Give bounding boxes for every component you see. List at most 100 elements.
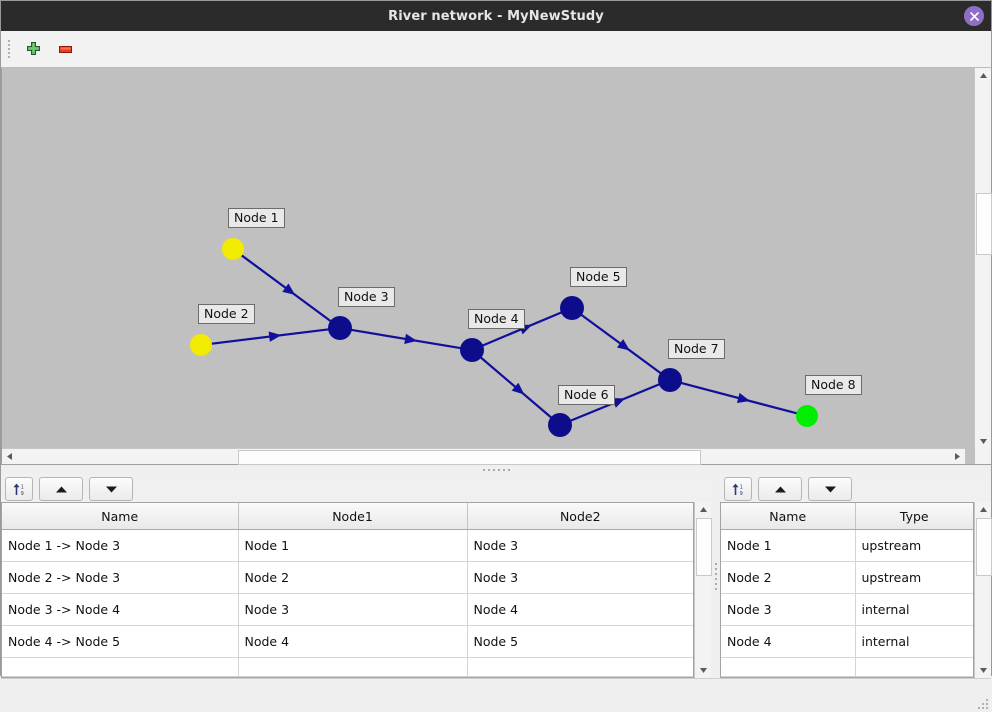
sort-ascending-icon: 1 9 <box>12 483 23 497</box>
table-cell-empty[interactable] <box>721 657 856 677</box>
table-cell[interactable]: Node 2 <box>238 561 468 594</box>
node-label-node1[interactable]: Node 1 <box>228 208 285 228</box>
table-cell[interactable]: Node 3 <box>467 529 693 562</box>
scroll-down-button[interactable] <box>975 434 991 449</box>
node-label-node8[interactable]: Node 8 <box>805 375 862 395</box>
status-bar <box>1 678 991 712</box>
window-resize-grip[interactable] <box>978 699 988 709</box>
column-header-name[interactable]: Name <box>721 503 856 530</box>
table-cell[interactable]: Node 3 <box>467 561 693 594</box>
table-cell[interactable]: Node 2 <box>721 561 856 594</box>
column-header-name[interactable]: Name <box>2 503 239 530</box>
table-cell[interactable]: Node 3 <box>238 593 468 626</box>
vertical-splitter[interactable] <box>711 474 720 678</box>
table-row-empty[interactable] <box>2 657 693 677</box>
reaches-move-down-button[interactable] <box>89 477 133 501</box>
table-cell-empty[interactable] <box>238 657 468 677</box>
delete-node-button[interactable] <box>52 36 78 62</box>
table-cell[interactable]: Node 1 -> Node 3 <box>2 529 239 562</box>
close-button[interactable] <box>964 6 984 26</box>
graph-node-node4[interactable] <box>460 338 484 362</box>
graph-node-node1[interactable] <box>222 238 244 260</box>
table-cell[interactable]: internal <box>855 593 973 626</box>
canvas-hscroll-thumb[interactable] <box>238 450 701 465</box>
graph-node-node3[interactable] <box>328 316 352 340</box>
column-header-type[interactable]: Type <box>855 503 973 530</box>
nodes-vscroll-thumb[interactable] <box>976 518 992 576</box>
graph-node-node8[interactable] <box>796 405 818 427</box>
river-network-diagram[interactable] <box>2 68 965 449</box>
reaches-move-up-button[interactable] <box>39 477 83 501</box>
table-cell[interactable]: Node 4 <box>721 625 856 658</box>
canvas-horizontal-scrollbar[interactable] <box>2 448 965 465</box>
table-row-empty[interactable] <box>721 657 973 677</box>
nodes-scroll-down-button[interactable] <box>975 663 991 678</box>
graph-node-node2[interactable] <box>190 334 212 356</box>
add-node-button[interactable] <box>20 36 46 62</box>
node-label-node6[interactable]: Node 6 <box>558 385 615 405</box>
node-label-node7[interactable]: Node 7 <box>668 339 725 359</box>
table-cell[interactable]: Node 1 <box>721 529 856 562</box>
table-cell[interactable]: upstream <box>855 529 973 562</box>
reaches-sort-button[interactable]: 1 9 <box>5 477 33 501</box>
scroll-right-button[interactable] <box>950 449 965 464</box>
table-cell[interactable]: Node 5 <box>467 625 693 658</box>
table-cell-empty[interactable] <box>2 657 239 677</box>
splitter-grip <box>482 468 510 471</box>
table-cell[interactable]: upstream <box>855 561 973 594</box>
table-cell[interactable]: internal <box>855 625 973 658</box>
arrowhead-icon <box>282 283 296 295</box>
arrowhead-icon <box>611 398 626 408</box>
nodes-vertical-scrollbar[interactable] <box>974 502 992 678</box>
toolbar-drag-handle[interactable] <box>7 39 14 59</box>
table-cell[interactable]: Node 4 <box>467 593 693 626</box>
arrow-up-icon <box>55 486 67 492</box>
table-cell[interactable]: Node 1 <box>238 529 468 562</box>
table-cell[interactable]: Node 3 <box>721 593 856 626</box>
caret-up-icon <box>699 507 707 512</box>
table-cell[interactable]: Node 4 -> Node 5 <box>2 625 239 658</box>
nodes-scroll-up-button[interactable] <box>975 502 991 517</box>
caret-left-icon <box>7 453 12 460</box>
scroll-left-button[interactable] <box>2 449 17 464</box>
reaches-vertical-scrollbar[interactable] <box>694 502 712 678</box>
nodes-move-up-button[interactable] <box>758 477 802 501</box>
arrow-down-icon <box>824 486 836 492</box>
nodes-move-down-button[interactable] <box>808 477 852 501</box>
reaches-scroll-down-button[interactable] <box>695 663 711 678</box>
node-label-node5[interactable]: Node 5 <box>570 267 627 287</box>
nodes-sort-button[interactable]: 1 9 <box>724 477 752 501</box>
graph-node-node5[interactable] <box>560 296 584 320</box>
horizontal-splitter[interactable] <box>1 464 991 474</box>
column-header-node2[interactable]: Node2 <box>467 503 693 530</box>
node-label-node3[interactable]: Node 3 <box>338 287 395 307</box>
scroll-up-button[interactable] <box>975 68 991 83</box>
node-label-node2[interactable]: Node 2 <box>198 304 255 324</box>
reaches-scroll-up-button[interactable] <box>695 502 711 517</box>
table-cell[interactable]: Node 4 <box>238 625 468 658</box>
column-header-node1[interactable]: Node1 <box>238 503 468 530</box>
table-cell-empty[interactable] <box>467 657 693 677</box>
scrollbar-corner <box>975 449 991 464</box>
arrowhead-icon <box>616 339 630 351</box>
network-canvas[interactable]: Node 1 Node 2 Node 3 Node 4 Node 5 Node 6 Node… <box>1 68 992 465</box>
graph-node-node7[interactable] <box>658 368 682 392</box>
node-label-node4[interactable]: Node 4 <box>468 309 525 329</box>
table-cell-empty[interactable] <box>855 657 973 677</box>
canvas-vertical-scrollbar[interactable] <box>974 68 992 449</box>
reaches-vscroll-thumb[interactable] <box>696 518 712 576</box>
graph-node-node6[interactable] <box>548 413 572 437</box>
table-cell[interactable]: Node 2 -> Node 3 <box>2 561 239 594</box>
table-cell[interactable]: Node 3 -> Node 4 <box>2 593 239 626</box>
canvas-vscroll-thumb[interactable] <box>976 193 992 255</box>
